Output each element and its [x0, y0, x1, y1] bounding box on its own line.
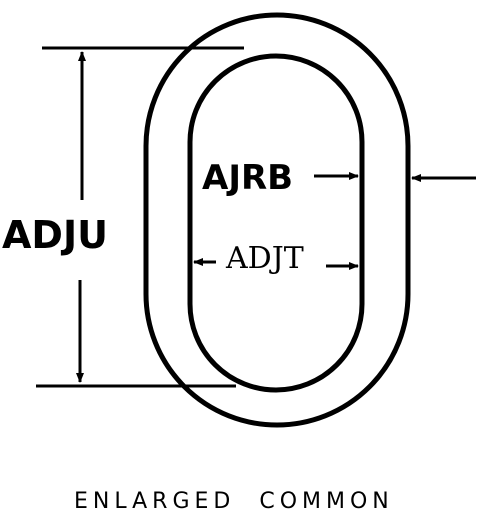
label-ajrb: AJRB	[202, 158, 293, 198]
label-adjt: ADJT	[225, 241, 304, 276]
link-inner-contour	[187, 53, 365, 393]
label-adju: ADJU	[2, 213, 108, 257]
link-outer-contour	[143, 12, 411, 428]
caption: ENLARGED COMMON	[74, 489, 394, 514]
